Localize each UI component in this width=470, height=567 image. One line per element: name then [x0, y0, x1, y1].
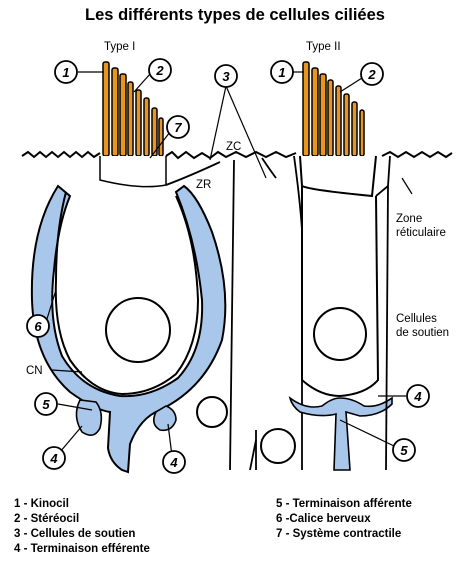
legend-item: 6 -Calice berveux [276, 513, 371, 525]
zone-reticulaire-label-2: réticulaire [396, 227, 446, 239]
callout-type2-efferent: 4 [406, 384, 430, 408]
legend-item: 2 - Stéréocil [14, 513, 80, 525]
svg-text:2: 2 [155, 63, 164, 78]
support-cell-nucleus-right [260, 428, 296, 464]
svg-text:4: 4 [169, 455, 178, 470]
callout-type1-efferent-right: 4 [162, 450, 186, 474]
legend-item: 3 - Cellules de soutien [14, 528, 136, 540]
type1-efferent-ending-right [152, 405, 177, 432]
type1-calice-nerveux [30, 184, 227, 474]
legend-item: 7 - Système contractile [276, 528, 402, 540]
svg-text:3: 3 [222, 69, 230, 84]
type1-cuticular-plate [99, 156, 167, 188]
cn-label: CN [26, 365, 43, 377]
type1-label: Type I [104, 41, 135, 53]
svg-text:5: 5 [42, 397, 50, 412]
callout-type2-kinocil: 1 [270, 60, 294, 84]
svg-text:1: 1 [62, 65, 69, 80]
type2-stereocilia [302, 61, 365, 157]
callout-type2-afferent: 5 [392, 438, 416, 462]
legend-item: 5 - Terminaison afférente [276, 498, 412, 510]
callout-type1-stereocil: 2 [148, 58, 172, 82]
zone-reticulaire-label-1: Zone [396, 213, 422, 225]
svg-text:1: 1 [278, 65, 285, 80]
svg-text:7: 7 [174, 120, 182, 135]
support-cell-nucleus-left [196, 396, 228, 428]
reticular-surface-line [21, 150, 453, 160]
callout-type1-contractile: 7 [166, 115, 190, 139]
type1-hair-cell-body [54, 191, 200, 396]
cellules-soutien-label-2: de soutien [396, 327, 449, 339]
legend-item: 4 - Terminaison efférente [14, 543, 150, 555]
leader-lines [45, 71, 413, 457]
svg-text:5: 5 [400, 443, 408, 458]
svg-text:6: 6 [34, 319, 42, 334]
svg-text:4: 4 [49, 451, 58, 466]
callout-type1-afferent: 5 [34, 392, 58, 416]
svg-text:2: 2 [367, 67, 376, 82]
legend-right-column: 5 - Terminaison afférente 6 -Calice berv… [276, 497, 412, 542]
type2-label: Type II [306, 41, 341, 53]
callout-type2-stereocil: 2 [360, 62, 384, 86]
cellules-soutien-label-1: Cellules [396, 313, 437, 325]
type2-nerve-endings [288, 396, 393, 471]
callout-type1-kinocil: 1 [54, 60, 78, 84]
diagram-title: Les différents types de cellules ciliées [85, 6, 385, 24]
type1-efferent-ending-left [75, 399, 103, 436]
callout-type1-calice: 6 [26, 314, 50, 338]
zr-label: ZR [196, 179, 211, 191]
type2-nucleus [313, 307, 367, 361]
type1-nucleus [105, 297, 171, 363]
callout-support-cells: 3 [214, 64, 238, 88]
callout-type1-efferent-left: 4 [42, 446, 66, 470]
zc-label: ZC [226, 141, 241, 153]
support-cell-boundaries-right [255, 155, 391, 471]
legend-item: 1 - Kinocil [14, 498, 69, 510]
svg-text:4: 4 [413, 389, 422, 404]
legend-left-column: 1 - Kinocil 2 - Stéréocil 3 - Cellules d… [14, 497, 150, 557]
